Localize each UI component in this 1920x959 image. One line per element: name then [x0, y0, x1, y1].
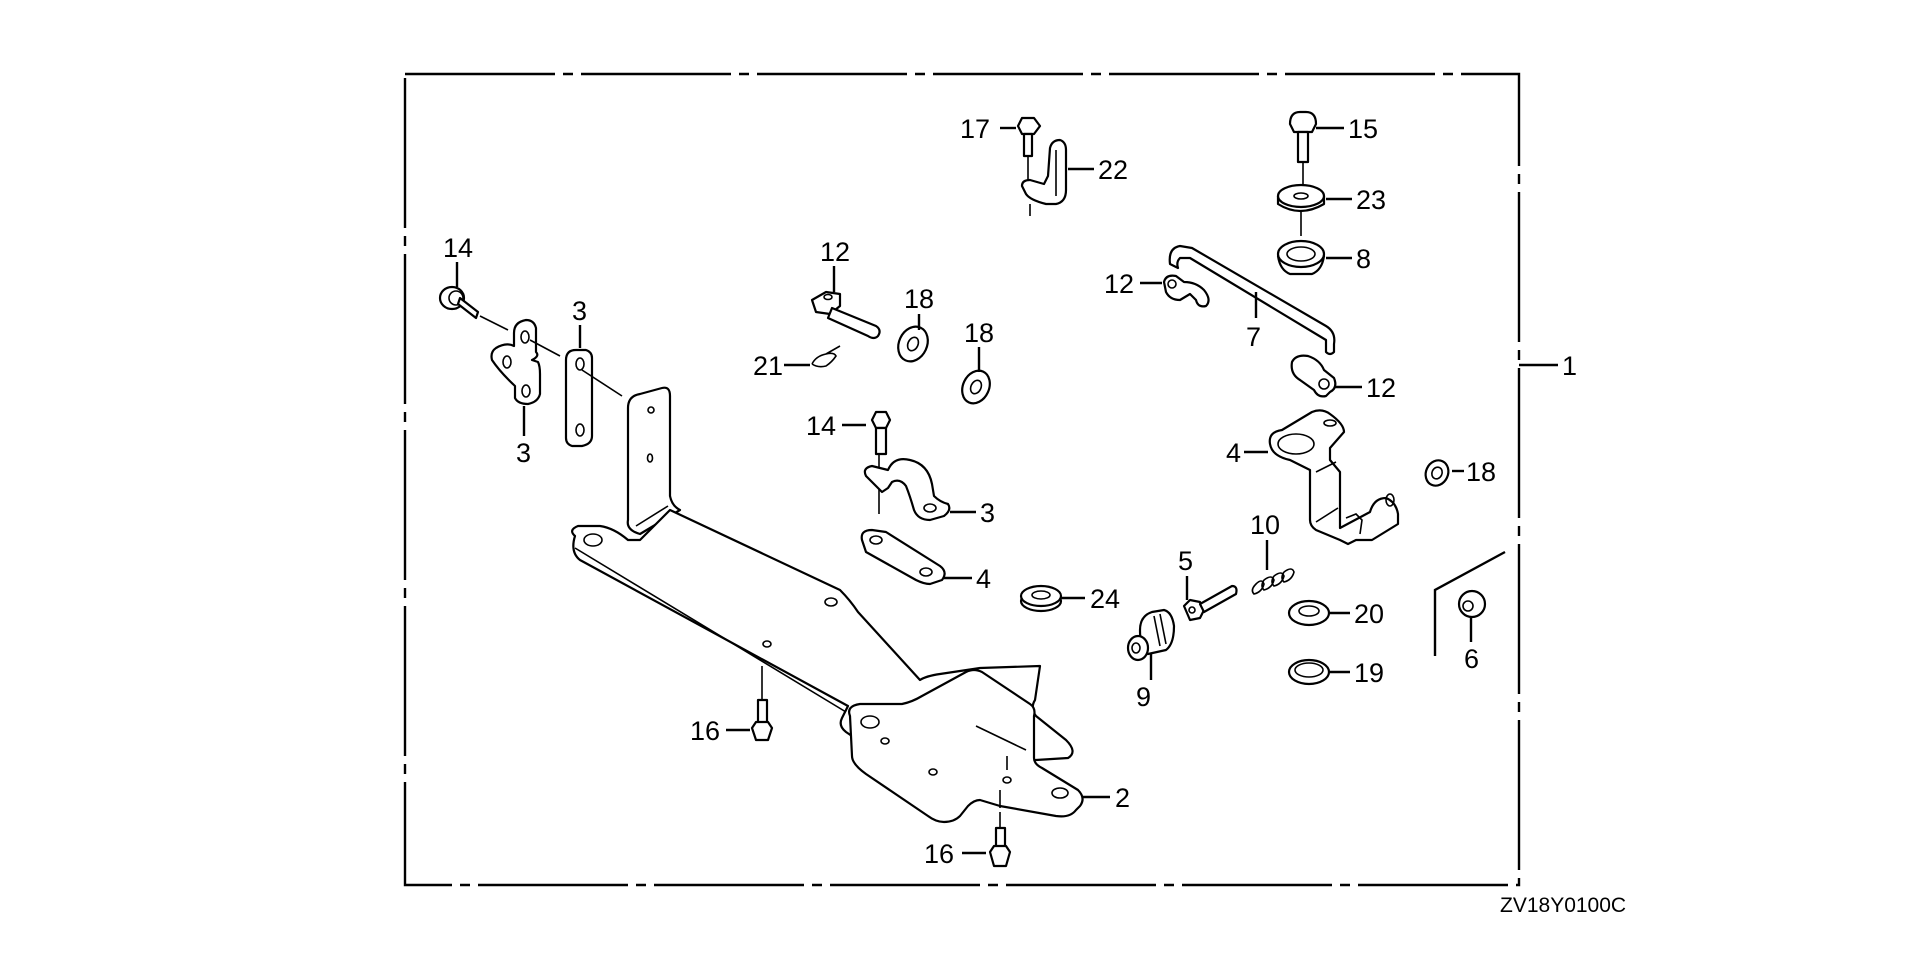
callout-number: 4 [976, 564, 991, 594]
callout-number: 17 [960, 114, 990, 144]
callout-13: 12 [820, 237, 850, 292]
bushing-11 [1126, 608, 1176, 662]
wave-washer-20 [1287, 599, 1331, 627]
callout-number: 18 [964, 318, 994, 348]
callout-22: 22 [1068, 155, 1128, 185]
callout-24: 24 [1061, 584, 1120, 614]
callout-14a: 14 [443, 233, 473, 287]
callout-9: 6 [1464, 618, 1479, 674]
callout-number: 5 [1178, 546, 1193, 576]
callout-15: 15 [1316, 114, 1378, 144]
callout-17: 17 [960, 114, 1016, 144]
callout-12a: 12 [1104, 269, 1162, 299]
callout-23: 23 [1326, 185, 1386, 215]
callout-number: 16 [690, 716, 720, 746]
callout-7: 7 [1246, 292, 1261, 352]
center-bolt-14 [870, 410, 892, 514]
callout-number: 9 [1136, 682, 1151, 712]
callout-number: 12 [1104, 269, 1134, 299]
bolt-6 [1182, 584, 1238, 622]
callout-number: 3 [980, 498, 995, 528]
callout-number: 10 [1250, 510, 1280, 540]
washer-19 [1287, 658, 1331, 686]
callout-number: 12 [1366, 373, 1396, 403]
callout-number: 15 [1348, 114, 1378, 144]
callout-8: 8 [1326, 244, 1371, 274]
callout-3b: 3 [950, 498, 995, 528]
clip-12-lower [1290, 354, 1337, 398]
callout-number: 19 [1354, 658, 1384, 688]
callout-4a: 3 [572, 296, 587, 348]
center-plate-4 [860, 528, 946, 586]
callout-number: 21 [753, 351, 783, 381]
callout-21: 21 [753, 351, 810, 381]
callout-number: 2 [1115, 783, 1130, 813]
callout-16a: 16 [690, 716, 750, 746]
callout-number: 24 [1090, 584, 1120, 614]
callout-19: 19 [1329, 658, 1384, 688]
left-bolt-14 [438, 285, 509, 331]
bolt-16b [988, 790, 1012, 868]
figure-code: ZV18Y0100C [1500, 894, 1626, 917]
cotter-pin-21 [811, 345, 841, 368]
grommet-8 [1276, 239, 1326, 276]
callout-3a: 3 [516, 406, 531, 468]
callout-number: 14 [806, 411, 836, 441]
callout-number: 1 [1562, 351, 1577, 381]
callout-1: 1 [1519, 351, 1577, 381]
callout-number: 3 [572, 296, 587, 326]
clip-12-upper [1162, 274, 1210, 308]
callout-number: 14 [443, 233, 473, 263]
callout-6: 5 [1178, 546, 1193, 600]
washer-18a [897, 325, 929, 363]
callout-number: 8 [1356, 244, 1371, 274]
pin-13 [810, 290, 881, 340]
callout-14b: 14 [806, 411, 866, 441]
bolt-17 [1016, 116, 1042, 180]
callout-20: 20 [1329, 599, 1384, 629]
callout-number: 18 [1466, 457, 1496, 487]
callout-number: 16 [924, 839, 954, 869]
assembly-frame [403, 72, 1521, 887]
callout-12b: 12 [1334, 373, 1396, 403]
grommet-24 [1019, 584, 1063, 613]
bolt-16a [750, 666, 774, 742]
main-bracket-part [571, 386, 1084, 824]
callout-number: 3 [516, 438, 531, 468]
clip-22 [1020, 138, 1068, 216]
washer-18c [1424, 459, 1450, 487]
callout-18a: 18 [904, 284, 934, 330]
spring-10 [1251, 568, 1295, 595]
callout-18c: 18 [1452, 457, 1496, 487]
left-clamp-3 [490, 318, 561, 406]
callout-5: 4 [1226, 438, 1268, 468]
washer-18b [961, 369, 991, 405]
callout-16b: 16 [924, 839, 986, 869]
rod-7 [1168, 244, 1336, 356]
bolt-15 [1288, 110, 1318, 186]
callout-18b: 18 [964, 318, 994, 372]
callout-2: 2 [1082, 783, 1130, 813]
left-plate-4 [564, 348, 623, 448]
callout-10: 10 [1250, 510, 1280, 570]
callout-number: 12 [820, 237, 850, 267]
lever-bracket-5 [1268, 409, 1400, 546]
callout-number: 20 [1354, 599, 1384, 629]
center-clamp-3 [863, 458, 951, 522]
callout-11: 9 [1136, 654, 1153, 712]
collar-23 [1276, 183, 1326, 236]
callout-number: 23 [1356, 185, 1386, 215]
callout-number: 22 [1098, 155, 1128, 185]
callout-4b: 4 [944, 564, 991, 594]
callout-number: 18 [904, 284, 934, 314]
callout-number: 4 [1226, 438, 1241, 468]
nut-9-group [1433, 550, 1506, 656]
callout-number: 7 [1246, 322, 1261, 352]
callout-number: 6 [1464, 644, 1479, 674]
